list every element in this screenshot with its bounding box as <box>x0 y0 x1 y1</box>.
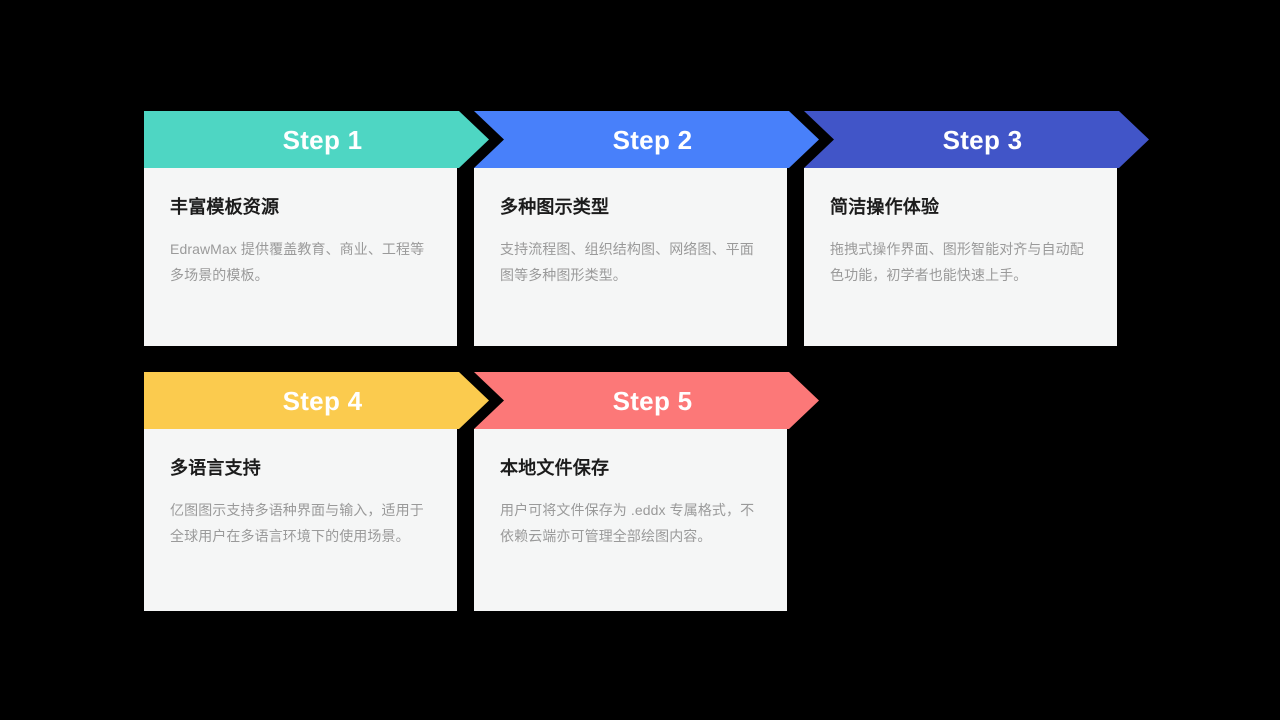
step-banner-3[interactable]: Step 3 <box>804 111 1149 168</box>
step-banner-2[interactable]: Step 2 <box>474 111 819 168</box>
step-desc-5: 用户可将文件保存为 .eddx 专属格式，不依赖云端亦可管理全部绘图内容。 <box>500 502 755 545</box>
step-body-4: 多语言支持 亿图图示支持多语种界面与输入，适用于全球用户在多语言环境下的使用场景… <box>144 429 457 611</box>
step-banner-label-2: Step 2 <box>612 124 693 155</box>
step-desc-1: EdrawMax 提供覆盖教育、商业、工程等多场景的模板。 <box>170 241 425 284</box>
step-card-3[interactable]: Step 3 简洁操作体验 拖拽式操作界面、图形智能对齐与自动配色功能，初学者也… <box>804 111 1149 346</box>
step-desc-2: 支持流程图、组织结构图、网络图、平面图等多种图形类型。 <box>500 241 754 284</box>
step-banner-label-1: Step 1 <box>282 124 363 155</box>
step-body-3: 简洁操作体验 拖拽式操作界面、图形智能对齐与自动配色功能，初学者也能快速上手。 <box>804 168 1117 346</box>
step-banner-4[interactable]: Step 4 <box>144 372 489 429</box>
step-title-4: 多语言支持 <box>170 458 261 478</box>
step-card-2[interactable]: Step 2 多种图示类型 支持流程图、组织结构图、网络图、平面图等多种图形类型… <box>474 111 819 346</box>
step-card-4[interactable]: Step 4 多语言支持 亿图图示支持多语种界面与输入，适用于全球用户在多语言环… <box>144 372 489 611</box>
step-banner-5[interactable]: Step 5 <box>474 372 819 429</box>
step-title-2: 多种图示类型 <box>500 197 610 217</box>
step-desc-3: 拖拽式操作界面、图形智能对齐与自动配色功能，初学者也能快速上手。 <box>830 241 1084 284</box>
step-desc-4: 亿图图示支持多语种界面与输入，适用于全球用户在多语言环境下的使用场景。 <box>170 502 424 545</box>
step-title-3: 简洁操作体验 <box>830 197 940 217</box>
step-body-2: 多种图示类型 支持流程图、组织结构图、网络图、平面图等多种图形类型。 <box>474 168 787 346</box>
step-title-1: 丰富模板资源 <box>170 197 280 217</box>
step-banner-label-3: Step 3 <box>942 124 1023 155</box>
step-title-5: 本地文件保存 <box>500 458 610 478</box>
step-body-5: 本地文件保存 用户可将文件保存为 .eddx 专属格式，不依赖云端亦可管理全部绘… <box>474 429 787 611</box>
step-banner-1[interactable]: Step 1 <box>144 111 489 168</box>
step-card-1[interactable]: Step 1 丰富模板资源 EdrawMax 提供覆盖教育、商业、工程等多场景的… <box>144 111 489 346</box>
step-card-5[interactable]: Step 5 本地文件保存 用户可将文件保存为 .eddx 专属格式，不依赖云端… <box>474 372 819 611</box>
step-banner-label-4: Step 4 <box>282 385 363 416</box>
step-banner-label-5: Step 5 <box>612 385 693 416</box>
step-body-1: 丰富模板资源 EdrawMax 提供覆盖教育、商业、工程等多场景的模板。 <box>144 168 457 346</box>
